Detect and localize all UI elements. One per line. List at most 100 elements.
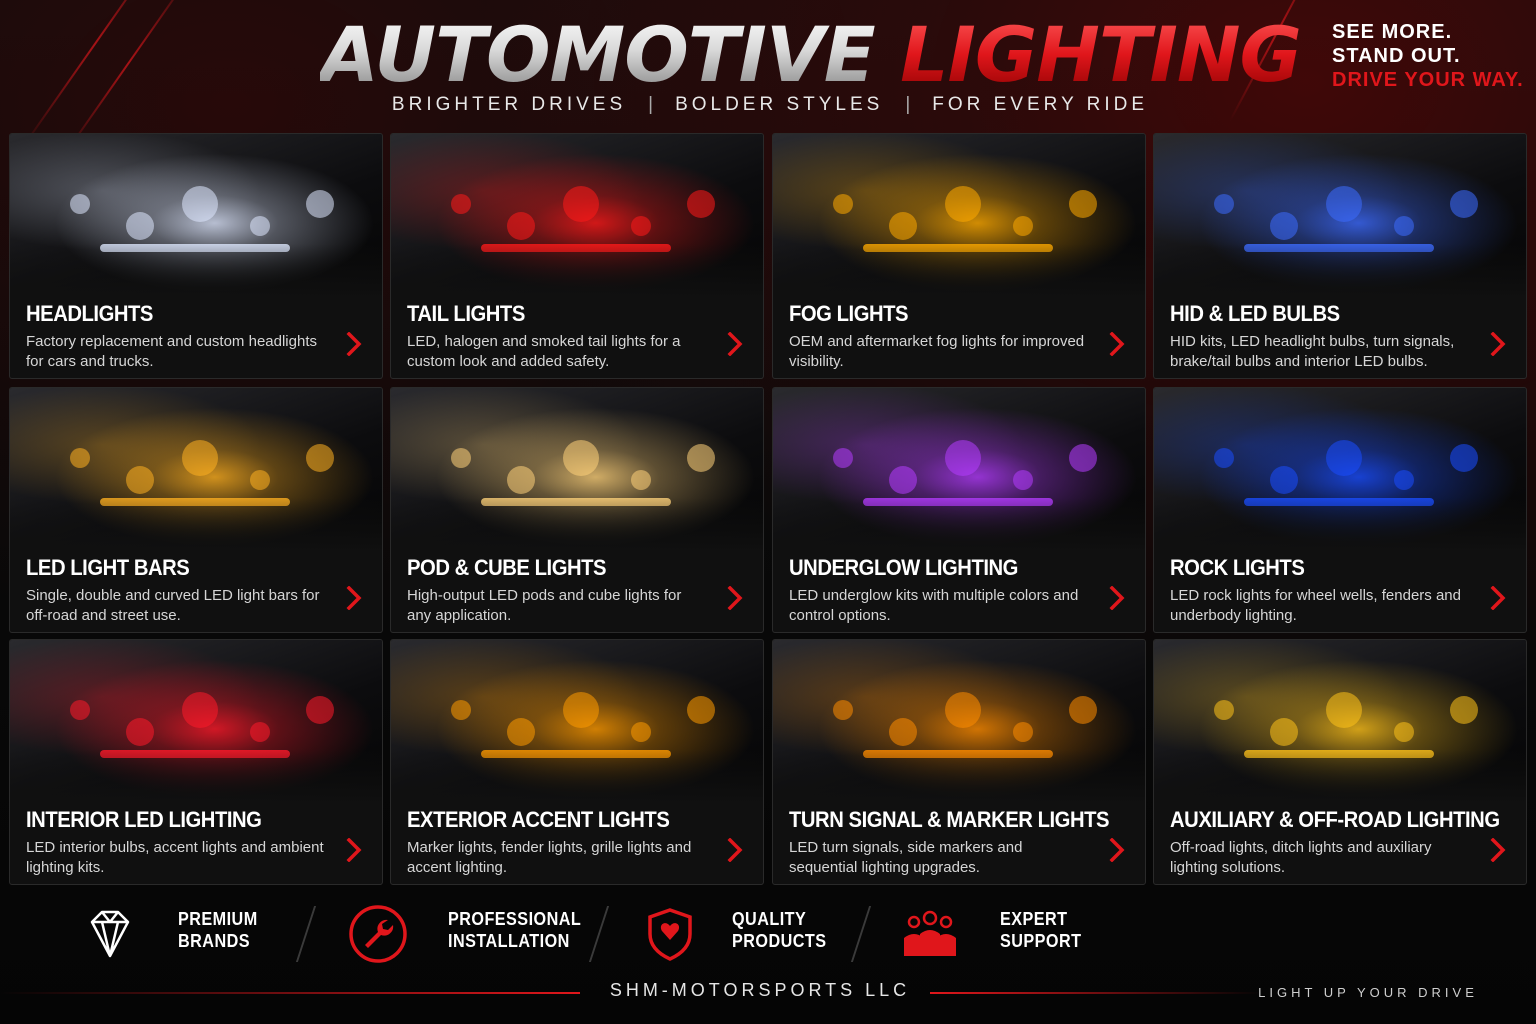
category-description: LED, halogen and smoked tail lights for …	[407, 333, 681, 370]
feature-label-line: PRODUCTS	[732, 931, 827, 951]
category-title: AUXILIARY & OFF-ROAD LIGHTING	[1170, 807, 1500, 832]
light-glow	[1326, 440, 1362, 476]
tagline-line-accent: DRIVE YOUR WAY.	[1332, 69, 1524, 91]
category-title: TAIL LIGHTS	[407, 301, 525, 326]
light-glow	[1394, 470, 1414, 490]
light-glow	[507, 212, 535, 240]
category-description: LED underglow kits with multiple colors …	[789, 587, 1079, 624]
category-title: INTERIOR LED LIGHTING	[26, 807, 262, 832]
category-title: ROCK LIGHTS	[1170, 555, 1305, 580]
light-glow	[126, 212, 154, 240]
image-fade	[773, 244, 1145, 304]
light-glow	[1013, 470, 1033, 490]
chevron-right-icon[interactable]	[723, 585, 747, 611]
light-glow	[250, 722, 270, 742]
light-glow	[1069, 190, 1097, 218]
chevron-right-icon[interactable]	[1105, 837, 1129, 863]
category-description: Factory replacement and custom headlight…	[26, 333, 317, 370]
light-glow	[1270, 466, 1298, 494]
category-title: HEADLIGHTS	[26, 301, 153, 326]
image-fade	[1154, 498, 1526, 558]
tagline: SEE MORE. STAND OUT. DRIVE YOUR WAY.	[1332, 20, 1524, 92]
feature-label-line: PROFESSIONAL	[448, 909, 582, 929]
category-description: HID kits, LED headlight bulbs, turn sign…	[1170, 333, 1455, 370]
subtitle-separator: |	[905, 94, 911, 115]
light-glow	[889, 212, 917, 240]
light-glow	[631, 470, 651, 490]
light-glow	[945, 440, 981, 476]
chevron-right-icon[interactable]	[342, 331, 366, 357]
chevron-right-icon[interactable]	[1486, 837, 1510, 863]
chevron-right-icon[interactable]	[1105, 331, 1129, 357]
tagline-line: STAND OUT.	[1332, 45, 1461, 67]
light-glow	[126, 466, 154, 494]
feature-label-line: SUPPORT	[1000, 931, 1082, 951]
category-description: LED turn signals, side markers and seque…	[789, 839, 1023, 876]
chevron-right-icon[interactable]	[723, 331, 747, 357]
footer-line-right	[930, 992, 1260, 994]
light-glow	[1450, 696, 1478, 724]
feature-label-line: BRANDS	[178, 931, 251, 951]
category-title: FOG LIGHTS	[789, 301, 909, 326]
category-card[interactable]: TURN SIGNAL & MARKER LIGHTS LED turn sign…	[772, 639, 1146, 885]
light-glow	[306, 444, 334, 472]
light-glow	[1214, 700, 1234, 720]
chevron-right-icon[interactable]	[1486, 331, 1510, 357]
feature-label-line: INSTALLATION	[448, 931, 570, 951]
chevron-right-icon[interactable]	[723, 837, 747, 863]
footer-brand: SHM-MOTORSPORTS LLC	[609, 980, 911, 1000]
chevron-right-icon[interactable]	[1486, 585, 1510, 611]
subtitle-item: FOR EVERY RIDE	[932, 94, 1149, 115]
subtitle-item: BRIGHTER DRIVES	[391, 94, 627, 115]
feature-label-line: EXPERT	[1000, 909, 1068, 929]
category-card[interactable]: TAIL LIGHTS LED, halogen and smoked tail …	[390, 133, 764, 379]
category-description: LED rock lights for wheel wells, fenders…	[1170, 587, 1461, 624]
light-glow	[451, 448, 471, 468]
light-glow	[507, 718, 535, 746]
light-glow	[507, 466, 535, 494]
category-description: Marker lights, fender lights, grille lig…	[407, 839, 692, 876]
light-glow	[1069, 444, 1097, 472]
team-icon	[900, 904, 960, 964]
category-title: TURN SIGNAL & MARKER LIGHTS	[789, 807, 1110, 832]
title-word-1: AUTOMOTIVE	[320, 10, 876, 99]
light-glow	[250, 216, 270, 236]
image-fade	[10, 498, 382, 558]
light-glow	[1394, 216, 1414, 236]
category-card[interactable]: HEADLIGHTS Factory replacement and custom…	[9, 133, 383, 379]
light-glow	[1450, 190, 1478, 218]
chevron-right-icon[interactable]	[342, 585, 366, 611]
image-fade	[1154, 750, 1526, 810]
light-glow	[833, 194, 853, 214]
chevron-right-icon[interactable]	[342, 837, 366, 863]
diamond-icon	[80, 904, 140, 964]
chevron-right-icon[interactable]	[1105, 585, 1129, 611]
category-card[interactable]: FOG LIGHTS OEM and aftermarket fog lights…	[772, 133, 1146, 379]
light-glow	[889, 466, 917, 494]
subtitle-item: BOLDER STYLES	[675, 94, 884, 115]
header: AUTOMOTIVE LIGHTING BRIGHTER DRIVES|BOLD…	[0, 0, 1536, 130]
page-subtitle: BRIGHTER DRIVES | BOLDER STYLES | FOR EVERY …	[320, 94, 1220, 116]
category-title: LED LIGHT BARS	[26, 555, 190, 580]
category-description: OEM and aftermarket fog lights for impro…	[789, 333, 1085, 370]
light-glow	[889, 718, 917, 746]
category-title: HID & LED BULBS	[1170, 301, 1340, 326]
light-glow	[126, 718, 154, 746]
image-fade	[391, 244, 763, 304]
category-card[interactable]: ROCK LIGHTS LED rock lights for wheel wel…	[1153, 387, 1527, 633]
subtitle-separator: |	[648, 94, 654, 115]
image-fade	[1154, 244, 1526, 304]
category-card[interactable]: HID & LED BULBS HID kits, LED headlight b…	[1153, 133, 1527, 379]
footer-line-left	[0, 992, 580, 994]
